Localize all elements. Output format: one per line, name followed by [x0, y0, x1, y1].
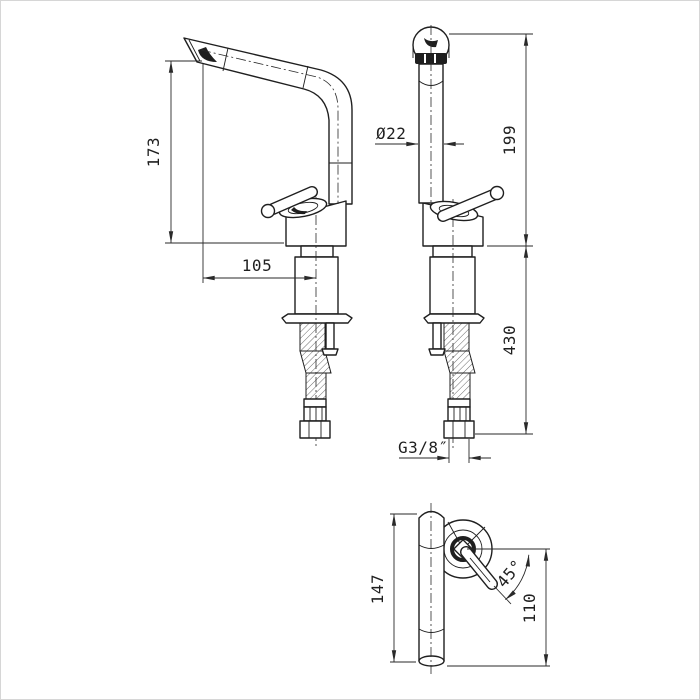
hose-crimp — [447, 398, 471, 408]
base-cylinder — [294, 256, 339, 315]
spout-outline — [183, 37, 353, 205]
spout-tip-face-line — [188, 39, 201, 62]
spout-tip-ellipse — [418, 655, 445, 667]
handle-lever-fill — [268, 187, 317, 214]
hose-lower — [305, 372, 327, 400]
handle-socket-shadow — [291, 207, 307, 215]
fixing-stud-cap — [428, 348, 446, 356]
spout-tick-1 — [222, 47, 229, 72]
fixing-stud — [432, 322, 442, 350]
aerator-slit — [424, 54, 426, 63]
fixing-stud-cap — [321, 348, 339, 356]
side-view-dimensions: 173 105 — [144, 60, 317, 283]
hose-lower — [449, 372, 471, 400]
dim-label-diameter: Ø22 — [376, 124, 406, 143]
hose-hex-nut — [443, 420, 475, 439]
dim-label-side-height: 173 — [144, 137, 163, 167]
base-cylinder — [429, 256, 476, 315]
body-neck — [300, 245, 334, 258]
body-neck — [432, 245, 473, 258]
spout-opening — [424, 38, 438, 48]
angle-arc-45 — [505, 554, 530, 600]
side-view — [183, 37, 353, 448]
hose-upper — [443, 322, 470, 352]
spout-tube-top — [418, 510, 445, 662]
dim-label-handle-angle: 45° — [493, 556, 527, 592]
dim-label-upper-height: 199 — [500, 125, 519, 155]
handle-lever-fill — [438, 190, 498, 221]
front-view-dimensions: Ø22 199 430 G3/8″ — [375, 33, 533, 463]
dim-label-side-reach: 105 — [242, 256, 272, 275]
front-view — [412, 25, 505, 448]
dim-label-total-height: 430 — [500, 325, 519, 355]
hose-jog — [299, 350, 332, 374]
fixing-stud — [325, 322, 335, 350]
hose-braid — [447, 406, 471, 422]
mounting-flange — [281, 313, 353, 324]
dim-label-plan-depth: 147 — [368, 574, 387, 604]
lever-detail-line — [469, 557, 491, 583]
hose-jog — [443, 350, 476, 374]
mounting-flange — [423, 313, 485, 324]
hose-crimp — [303, 398, 327, 408]
spout-tick-2 — [302, 65, 309, 89]
aerator-slit — [434, 54, 436, 63]
handle-ball-end — [489, 185, 505, 201]
hose-upper — [299, 322, 326, 352]
dim-label-thread: G3/8″ — [398, 438, 449, 457]
hose-braid — [303, 406, 327, 422]
aerator-band — [415, 53, 447, 64]
lever-axis-extension — [493, 585, 512, 605]
handle-ball-end — [260, 203, 276, 219]
dim-label-handle-reach: 110 — [520, 593, 539, 623]
plan-view — [418, 503, 498, 674]
hose-hex-nut — [299, 420, 331, 439]
